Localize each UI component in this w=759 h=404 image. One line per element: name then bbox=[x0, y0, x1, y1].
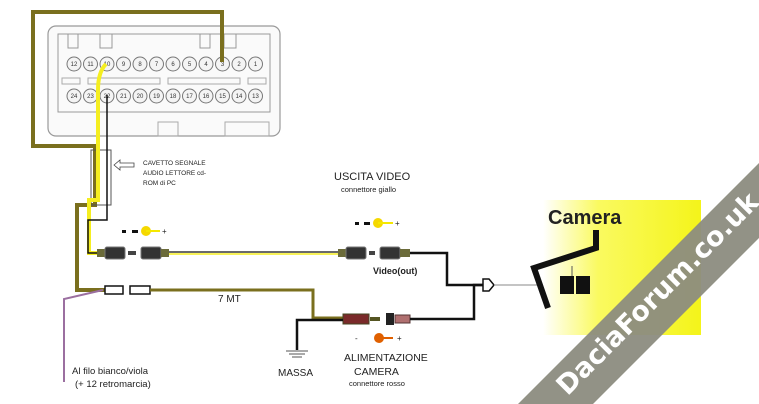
arrow-icon bbox=[113, 159, 135, 171]
plus-sign: + bbox=[395, 219, 400, 228]
audio-cable-label-line2: AUDIO LETTORE cd- bbox=[143, 170, 206, 177]
connector-pin bbox=[165, 56, 181, 72]
video-out-label: Video(out) bbox=[373, 266, 417, 276]
connector-pin bbox=[198, 88, 214, 104]
rca-connector-video bbox=[338, 246, 410, 260]
pin-number: 13 bbox=[252, 94, 259, 100]
connector-pin bbox=[149, 56, 164, 72]
audio-cable-label: CAVETTO SEGNALE AUDIO LETTORE cd- ROM di… bbox=[143, 160, 206, 187]
ground-wire bbox=[295, 318, 343, 350]
reverse-wire-sublabel: (+ 12 retromarcia) bbox=[75, 379, 151, 390]
pin-number: 14 bbox=[236, 94, 243, 100]
pin-number: 16 bbox=[203, 94, 210, 100]
y-splitter bbox=[482, 278, 495, 292]
pin-number: 3 bbox=[221, 62, 225, 68]
pin-number: 9 bbox=[122, 62, 126, 68]
connector-pin bbox=[165, 88, 181, 104]
connector-pin bbox=[83, 56, 98, 72]
camera-label: Camera bbox=[548, 207, 622, 229]
pin-number: 23 bbox=[87, 94, 94, 100]
connector-pin bbox=[248, 56, 263, 72]
pin-number: 17 bbox=[186, 94, 193, 100]
pin-number: 2 bbox=[237, 62, 241, 68]
blade-connector-female bbox=[104, 285, 124, 295]
minus-sign: - bbox=[355, 334, 358, 343]
video-connector-label: connettore giallo bbox=[341, 185, 396, 194]
reverse-wire-label: Al filo bianco/viola bbox=[72, 366, 149, 377]
yellow-rca-symbol-left: + bbox=[122, 226, 167, 236]
pin-number: 7 bbox=[155, 62, 159, 68]
pin-number: 18 bbox=[170, 94, 177, 100]
ground-label: MASSA bbox=[278, 368, 313, 379]
connector-pin bbox=[248, 88, 263, 104]
connector-pin bbox=[116, 88, 131, 104]
orange-rca-symbol: - + bbox=[355, 333, 402, 343]
power-label-camera: CAMERA bbox=[354, 366, 399, 378]
cable-length-label: 7 MT bbox=[218, 294, 241, 305]
audio-cable-sleeve bbox=[90, 149, 112, 206]
plus-sign: + bbox=[162, 227, 167, 236]
pin-number: 19 bbox=[153, 94, 160, 100]
black-wire-pin22 bbox=[87, 95, 108, 254]
connector-pin bbox=[132, 56, 148, 72]
pin-number: 10 bbox=[104, 62, 111, 68]
pin-number: 4 bbox=[204, 62, 208, 68]
audio-cable-label-line3: ROM di PC bbox=[143, 180, 176, 187]
camera-bracket bbox=[530, 230, 599, 309]
connector-pin bbox=[231, 88, 247, 104]
pin-number: 21 bbox=[120, 94, 127, 100]
watermark-band bbox=[518, 163, 759, 404]
olive-wire-pin3 bbox=[31, 10, 224, 292]
pin-number: 15 bbox=[219, 94, 226, 100]
pin-number: 8 bbox=[138, 62, 142, 68]
pin-number: 6 bbox=[171, 62, 175, 68]
pin-number: 11 bbox=[87, 62, 94, 68]
yellow-wire-pin10 bbox=[87, 62, 108, 255]
connector-pin bbox=[149, 88, 164, 104]
connector-pin bbox=[132, 88, 148, 104]
pin-number: 24 bbox=[71, 94, 78, 100]
connector-pin bbox=[66, 56, 82, 72]
pin-number: 12 bbox=[71, 62, 78, 68]
connector-pin bbox=[182, 56, 197, 72]
yellow-rca-symbol-right: + bbox=[355, 218, 400, 228]
pin-number: 1 bbox=[254, 62, 258, 68]
pin-number: 5 bbox=[188, 62, 192, 68]
red-power-connector bbox=[342, 313, 411, 325]
video-output-title: USCITA VIDEO bbox=[334, 171, 411, 183]
camera-icon bbox=[560, 266, 590, 294]
power-wire bbox=[150, 288, 343, 320]
rca-connector-left bbox=[97, 246, 169, 260]
video-cable-to-camera bbox=[410, 251, 483, 287]
power-cable-to-camera bbox=[410, 283, 483, 321]
connector-pin bbox=[215, 88, 230, 104]
purple-wire bbox=[63, 289, 104, 382]
pin-number: 20 bbox=[137, 94, 144, 100]
power-connector-label: connettore rosso bbox=[349, 379, 405, 388]
power-label: ALIMENTAZIONE bbox=[344, 352, 428, 364]
connector-pin bbox=[66, 88, 82, 104]
connector-pin bbox=[182, 88, 197, 104]
connector-pin bbox=[198, 56, 214, 72]
connector-pin bbox=[231, 56, 247, 72]
ground-icon bbox=[286, 350, 308, 358]
blade-connector-male bbox=[129, 285, 151, 295]
connector-pin bbox=[116, 56, 131, 72]
audio-cable-label-line1: CAVETTO SEGNALE bbox=[143, 160, 206, 167]
plus-sign: + bbox=[397, 334, 402, 343]
